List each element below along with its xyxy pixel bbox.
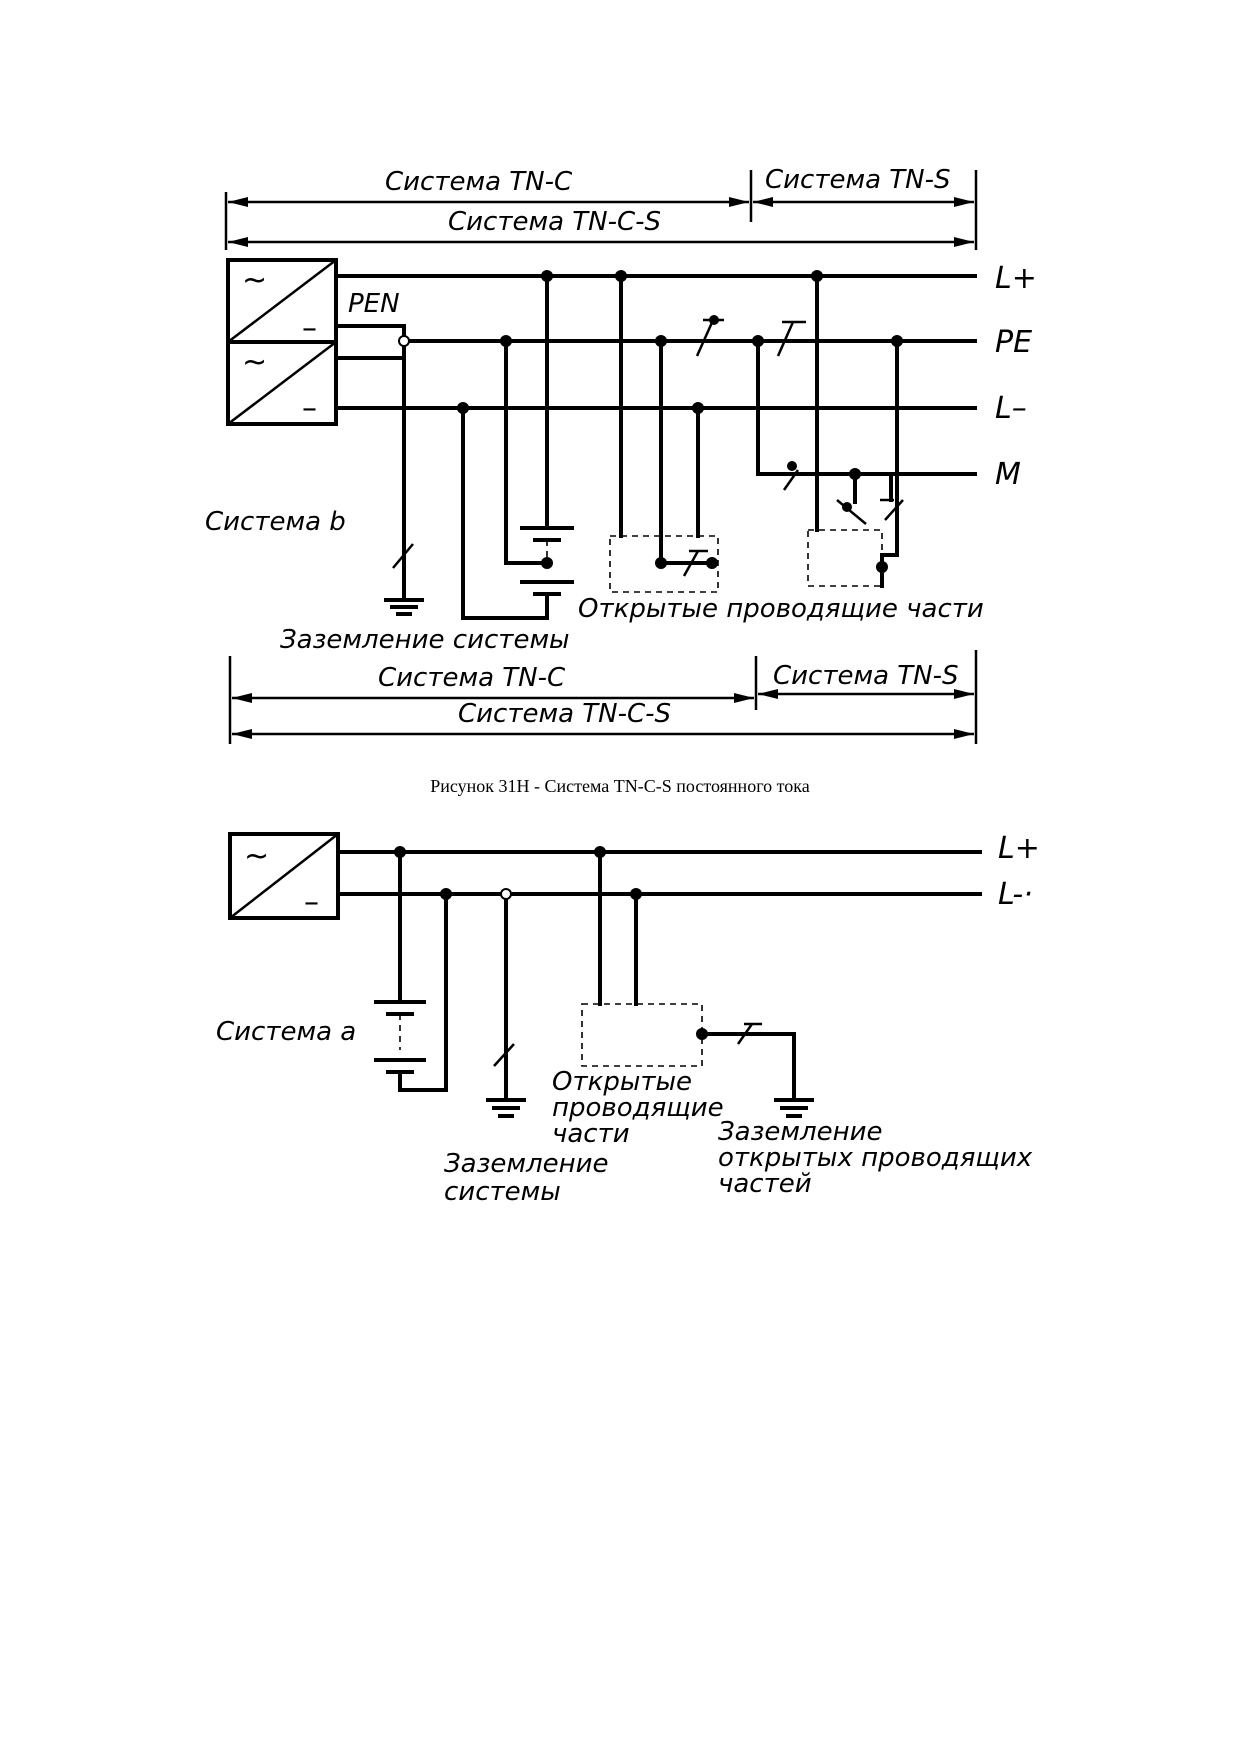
equipment-1: [609, 270, 724, 593]
exposed-parts-label: Открытые проводящие части: [578, 594, 984, 624]
conductor-pe: [334, 324, 977, 343]
switch-icon: [682, 550, 700, 577]
dc-minus-symbol: –: [302, 311, 317, 346]
ac-symbol: ~: [242, 345, 267, 380]
conductors: PEN L+ PE L– M: [334, 261, 1037, 492]
svg-text:части: части: [552, 1119, 630, 1149]
exposed-conductive-part: [807, 529, 883, 587]
exposed-parts-label: Открытые проводящие части: [552, 1067, 724, 1149]
figure-1-tn-c-s: Система TN-C Система TN-S Система TN-C-S…: [205, 165, 1037, 744]
span-label-tncs: Система TN-C-S: [458, 699, 671, 729]
exposed-conductive-part: [609, 535, 719, 593]
ac-symbol: ~: [244, 839, 269, 874]
earth-switch: [392, 543, 414, 569]
system-label: Система b: [205, 507, 346, 537]
switch-icon: [776, 321, 795, 357]
svg-text:открытых проводящих: открытых проводящих: [718, 1143, 1033, 1173]
line-label-pe: PE: [995, 325, 1032, 360]
system-earthing: [486, 888, 526, 1118]
line-label-l-plus: L+: [995, 261, 1037, 296]
exposed-earthing-label: Заземление открытых проводящих частей: [718, 1117, 1033, 1199]
line-label-l-minus: L–: [995, 391, 1027, 426]
dc-minus-symbol: –: [304, 885, 319, 920]
system-earthing: Система b: [205, 335, 424, 616]
svg-text:Открытые: Открытые: [552, 1067, 692, 1097]
line-label-l-plus: L+: [998, 831, 1040, 866]
span-label-tnc: Система TN-C: [385, 167, 573, 197]
figure-caption: Рисунок 31Н - Система TN-C-S постоянного…: [430, 776, 810, 796]
dc-source-block: ~ – ~ –: [226, 258, 338, 426]
svg-text:проводящие: проводящие: [552, 1093, 724, 1123]
dc-source-block: ~ –: [228, 832, 340, 920]
span-label-tns: Система TN-S: [773, 661, 959, 691]
equipment-2: [752, 270, 904, 588]
exposed-conductive-part: [581, 1003, 703, 1067]
battery-branches: [457, 270, 574, 620]
svg-text:частей: частей: [718, 1169, 812, 1199]
span-label-tnc: Система TN-C: [378, 663, 566, 693]
switch-icon: [884, 499, 904, 521]
svg-text:системы: системы: [444, 1177, 561, 1207]
switch-icon: [736, 1023, 754, 1045]
span-label-tns: Система TN-S: [765, 165, 951, 195]
figure-2-system-a: ~ – L+ L-·: [216, 831, 1040, 1207]
equipment: [581, 846, 814, 1118]
top-dimension-spans: Система TN-C Система TN-S Система TN-C-S: [224, 165, 978, 250]
switch-icon: [836, 499, 867, 525]
switch-icon: [695, 317, 716, 357]
svg-text:Заземление: Заземление: [444, 1149, 609, 1179]
system-label: Система a: [216, 1017, 356, 1047]
line-label-l-minus: L-·: [998, 877, 1033, 912]
system-earthing-label: Заземление системы: [444, 1149, 609, 1207]
system-earthing-label: Заземление системы: [280, 625, 570, 655]
bottom-dimension-spans: Система TN-C Система TN-S Система TN-C-S: [228, 650, 978, 744]
pen-label: PEN: [348, 289, 400, 319]
ac-symbol: ~: [242, 263, 267, 298]
dc-minus-symbol: –: [302, 391, 317, 426]
line-label-m: M: [995, 457, 1021, 492]
battery-branch: [374, 846, 452, 1092]
switch-icon: [782, 469, 800, 491]
earth-switch: [493, 1043, 515, 1067]
span-label-tncs: Система TN-C-S: [448, 207, 661, 237]
svg-text:Заземление: Заземление: [718, 1117, 883, 1147]
